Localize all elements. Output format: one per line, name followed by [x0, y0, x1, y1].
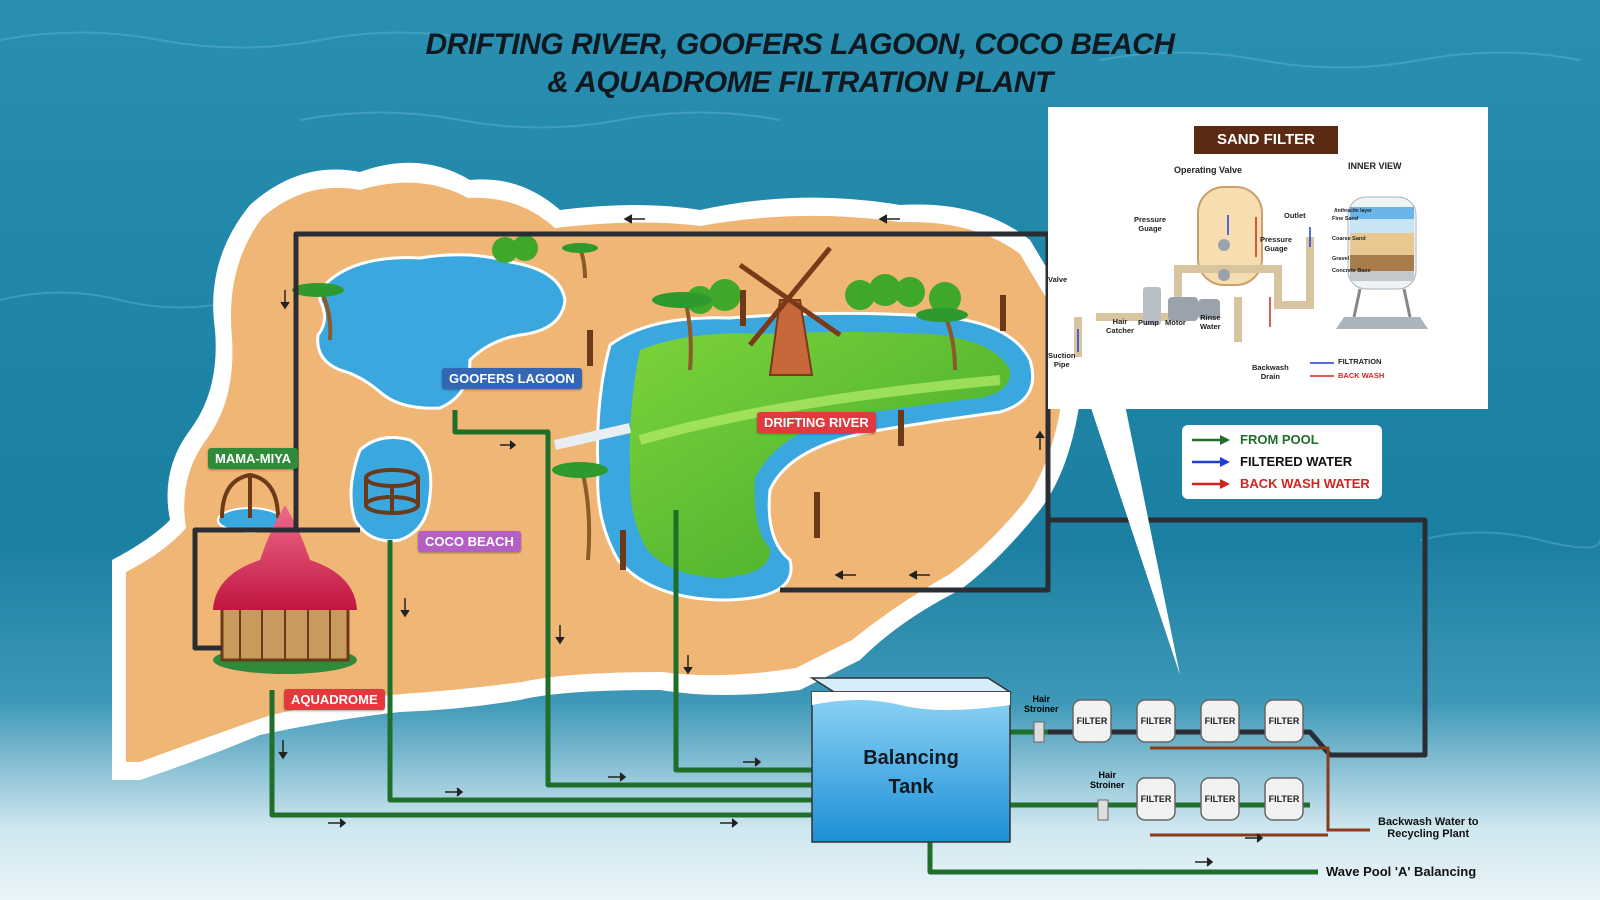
legend-filtration: FILTRATION — [1338, 357, 1382, 366]
label-motor: Motor — [1165, 318, 1186, 327]
label-inner-view: INNER VIEW — [1348, 161, 1402, 171]
label-pressure-guage-right: Pressure Guage — [1260, 235, 1293, 253]
hair-strainers — [1033, 721, 1109, 821]
water-ripples — [0, 31, 1600, 549]
filter-label: FILTER — [1204, 716, 1236, 726]
backwash-pipes — [1150, 746, 1370, 837]
label-hair-catcher: Hair Catcher — [1106, 317, 1134, 335]
label-suction-pipe: Suction Pipe — [1048, 351, 1076, 369]
sand-filter-schematic — [1074, 186, 1428, 377]
coco-beach-gazebo — [364, 468, 420, 515]
hair-strainer-label-1: Hair Stroiner — [1024, 694, 1059, 714]
callout-pointer — [1090, 405, 1180, 675]
label-pressure-guage-left: Pressure Guage — [1134, 215, 1167, 233]
from-pool-pipes — [269, 410, 1318, 875]
sand-filter-panel: SAND FILTER — [1048, 107, 1488, 409]
hair-strainer-label-2: Hair Stroiner — [1090, 770, 1125, 790]
label-concrete-base: Concrete Base — [1332, 268, 1371, 274]
aquadrome-building — [213, 505, 357, 674]
flow-arrows — [278, 214, 1264, 867]
wave-pool-label: Wave Pool 'A' Balancing — [1326, 864, 1477, 879]
label-mama-miya: MAMA-MIYA — [208, 448, 299, 469]
filter-label: FILTER — [1204, 794, 1236, 804]
label-gravel: Gravel — [1332, 256, 1350, 262]
label-coarse-sand: Coarse Sand — [1332, 236, 1366, 242]
filter-label: FILTER — [1140, 716, 1172, 726]
label-pump: Pump — [1138, 318, 1159, 327]
label-operating-valve: Operating Valve — [1174, 165, 1243, 175]
label-drifting-river: DRIFTING RIVER — [757, 412, 876, 433]
filter-label: FILTER — [1268, 716, 1300, 726]
green-arrow-icon — [1192, 435, 1230, 445]
red-arrow-icon — [1192, 479, 1230, 489]
sand-filter-title: SAND FILTER — [1194, 126, 1338, 154]
label-rinse-water: Rinse Water — [1200, 313, 1221, 331]
filter-label: FILTER — [1140, 794, 1172, 804]
filter-label: FILTER — [1076, 716, 1108, 726]
mama-miya-gazebo — [220, 472, 280, 519]
legend-back-wash: BACK WASH — [1338, 371, 1385, 380]
label-outlet: Outlet — [1284, 211, 1306, 220]
windmill — [738, 246, 842, 376]
palm-trees — [292, 243, 968, 561]
label-aquadrome: AQUADROME — [284, 689, 385, 710]
filter-tanks — [1072, 699, 1304, 821]
label-goofers-lagoon: GOOFERS LAGOON — [442, 368, 582, 389]
lamp-posts — [587, 290, 1006, 570]
title-line-1: DRIFTING RIVER, GOOFERS LAGOON, COCO BEA… — [425, 28, 1175, 61]
balancing-tank — [809, 677, 1013, 843]
label-backwash-drain: Backwash Drain — [1252, 363, 1289, 381]
label-valve: Valve — [1048, 275, 1068, 284]
title-line-2: & AQUADROME FILTRATION PLANT — [547, 66, 1053, 99]
balancing-tank-label: Balancing Tank — [863, 747, 959, 798]
label-fine-sand: Fine Sand — [1332, 216, 1359, 222]
backwash-recycling-label: Backwash Water to Recycling Plant — [1378, 816, 1479, 840]
filter-label: FILTER — [1268, 794, 1300, 804]
label-coco-beach: COCO BEACH — [418, 531, 521, 552]
flow-legend: FROM POOL FILTERED WATER BACK WASH WATER — [1182, 425, 1382, 499]
blue-arrow-icon — [1192, 457, 1230, 467]
label-anthracite: Anthracite layer — [1334, 208, 1372, 214]
